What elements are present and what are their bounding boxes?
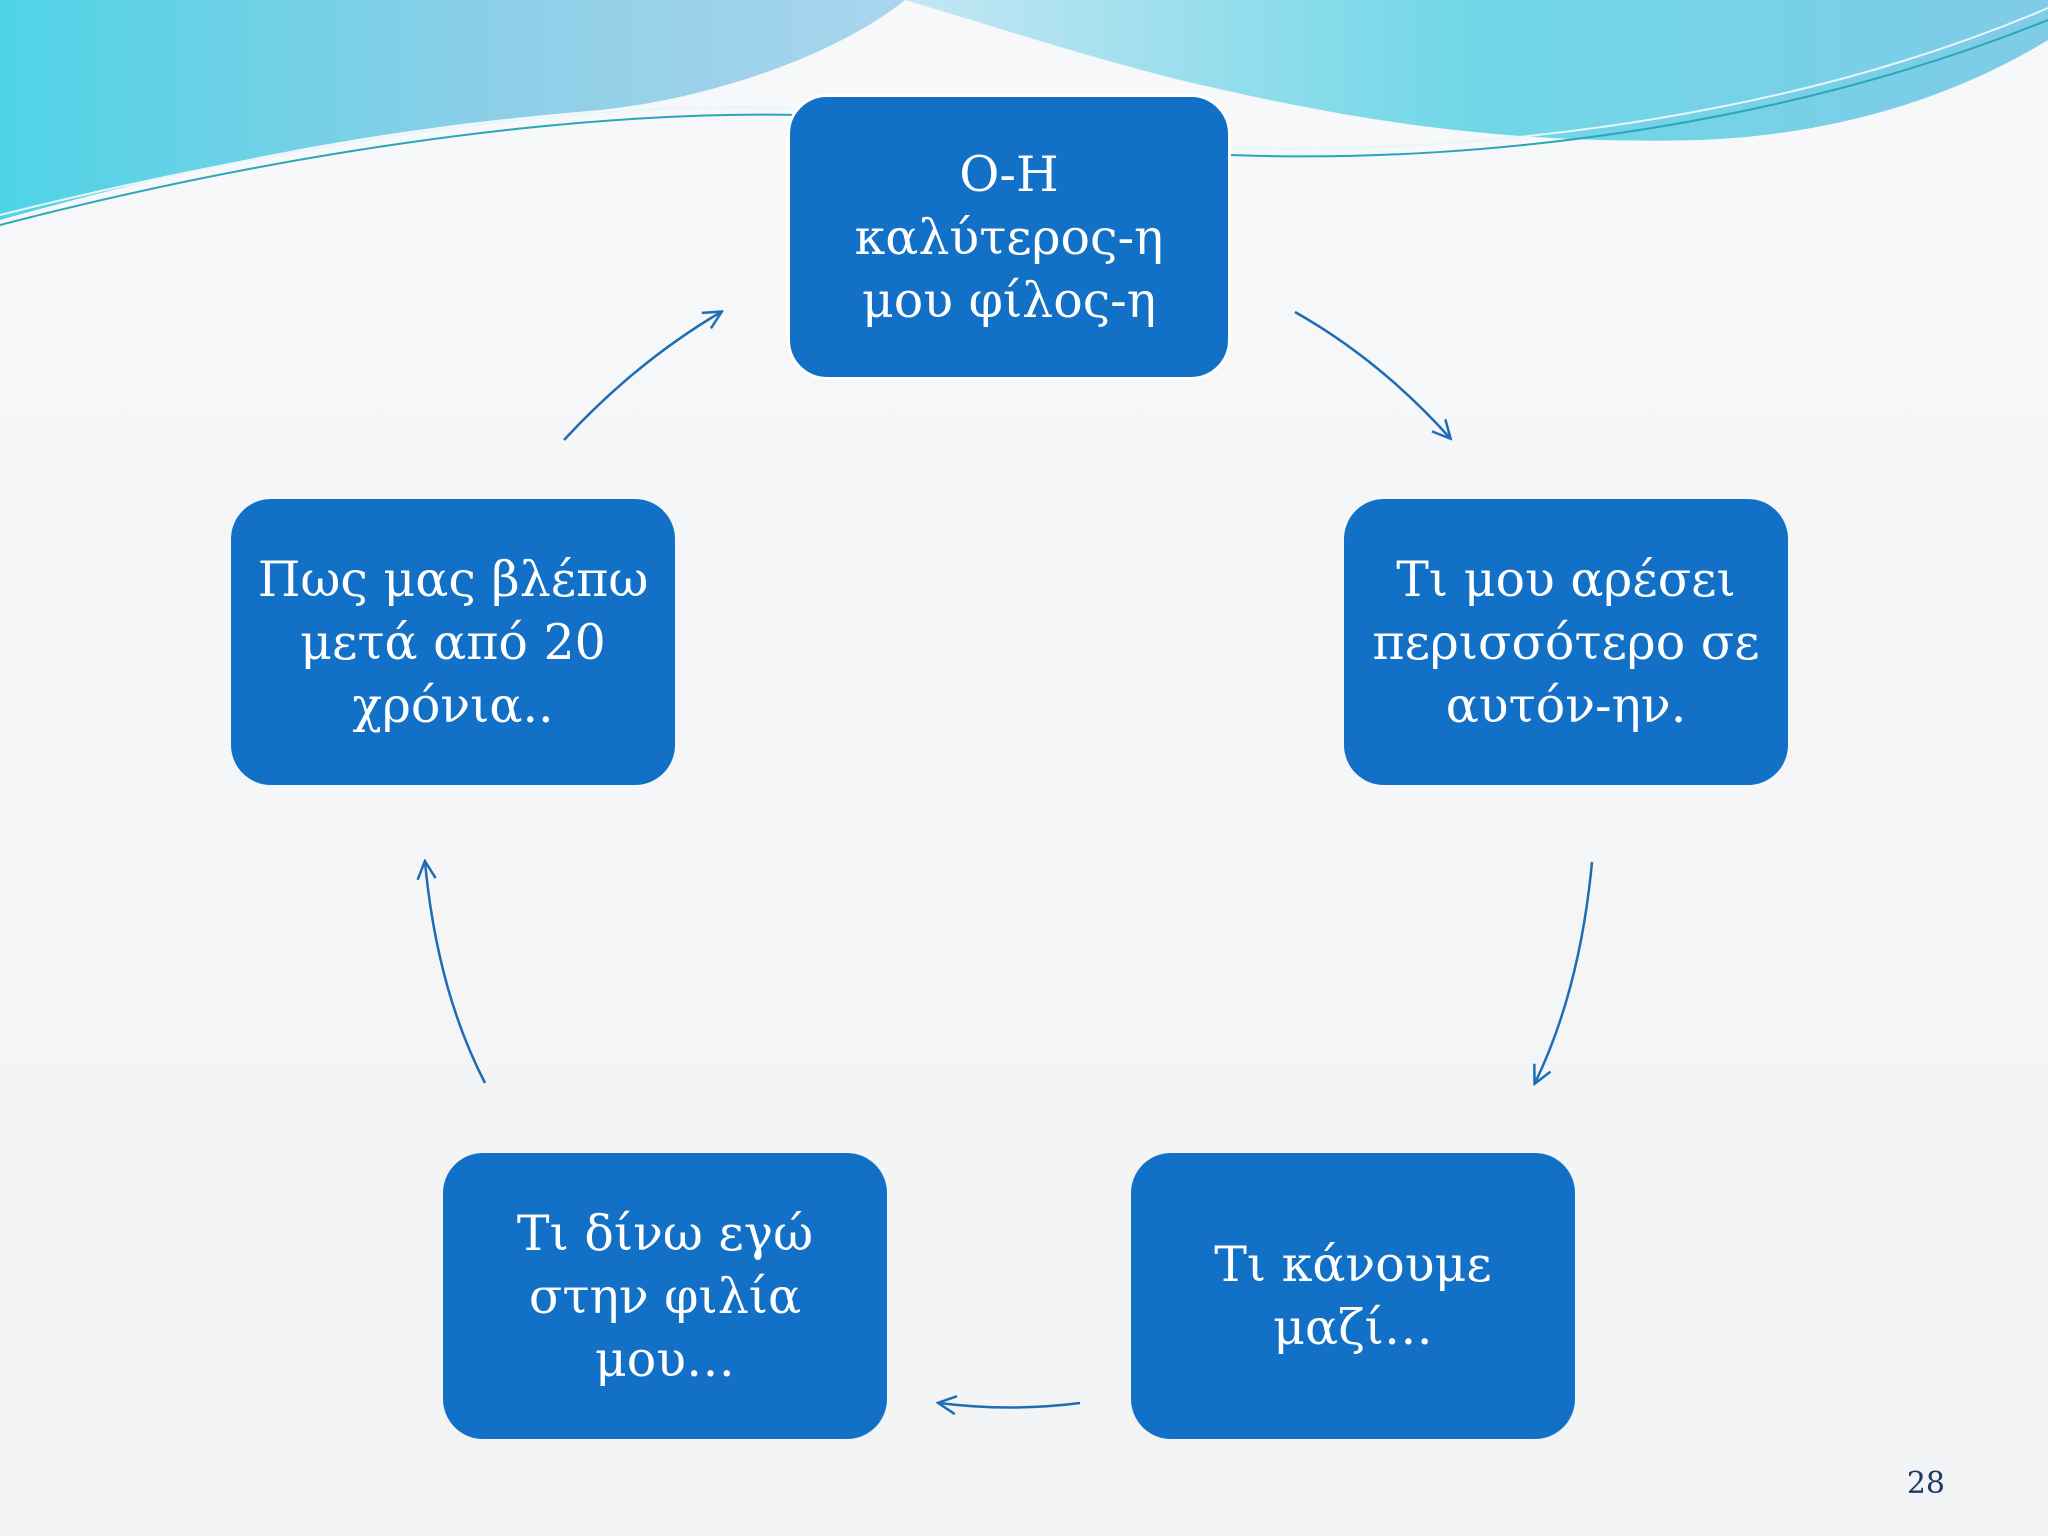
node-line: Τι κάνουμε — [1214, 1236, 1492, 1293]
page-number: 28 — [1906, 1466, 1945, 1501]
arrow-left-to-top — [563, 312, 721, 441]
decorative-wave-header — [0, 0, 2048, 226]
wave-line-2 — [0, 106, 791, 216]
node-what-i-give: Τι δίνω εγώ στην φιλία μου… — [443, 1153, 887, 1439]
node-line: μου φίλος-η — [861, 271, 1157, 329]
node-line: αυτόν-ην. — [1445, 676, 1687, 734]
wave-line-4 — [1229, 7, 2048, 150]
node-best-friend: Ο-Η καλύτερος-η μου φίλος-η — [787, 94, 1231, 380]
node-line: Ο-Η — [959, 145, 1059, 203]
node-line: στην φιλία — [528, 1267, 802, 1325]
node-line: καλύτερος-η — [854, 208, 1164, 266]
node-what-i-like: Τι μου αρέσει περισσότερο σε αυτόν-ην. — [1344, 499, 1788, 785]
arrow-bottom-right-to-bottom-left — [939, 1403, 1081, 1408]
node-text: Τι μου αρέσει περισσότερο σε αυτόν-ην. — [1372, 548, 1759, 737]
arrow-right-to-bottom-right — [1535, 861, 1594, 1083]
node-line: μαζί… — [1273, 1299, 1433, 1356]
node-line: Πως μας βλέπω — [257, 550, 649, 608]
node-text: Τι δίνω εγώ στην φιλία μου… — [517, 1202, 813, 1391]
wave-left-fill — [0, 0, 905, 220]
node-text: Ο-Η καλύτερος-η μου φίλος-η — [855, 143, 1164, 332]
node-what-we-do-together: Τι κάνουμε μαζί… — [1131, 1153, 1575, 1439]
wave-right-fill — [905, 0, 2048, 141]
node-in-20-years: Πως μας βλέπω μετά από 20 χρόνια.. — [231, 499, 675, 785]
node-text: Τι κάνουμε μαζί… — [1214, 1233, 1492, 1359]
wave-line-3 — [1229, 19, 2048, 158]
node-line: χρόνια.. — [352, 676, 554, 734]
arrow-top-to-right — [1294, 310, 1450, 438]
node-text: Πως μας βλέπω μετά από 20 χρόνια.. — [258, 548, 649, 737]
node-line: μου… — [594, 1330, 736, 1388]
node-line: Τι μου αρέσει — [1396, 550, 1736, 608]
node-line: μετά από 20 — [300, 613, 606, 671]
node-line: Τι δίνω εγώ — [516, 1204, 814, 1262]
node-line: περισσότερο σε — [1372, 613, 1760, 671]
wave-line-1 — [0, 113, 801, 226]
arrow-bottom-left-to-left — [425, 862, 487, 1084]
